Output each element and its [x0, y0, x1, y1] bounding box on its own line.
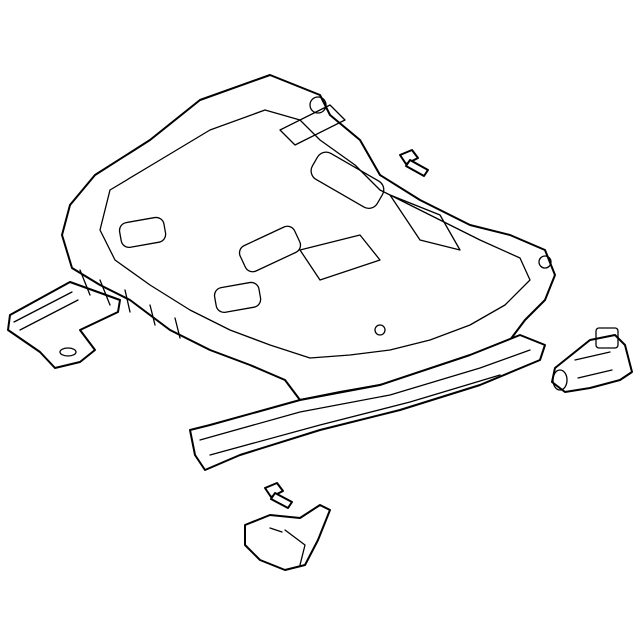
- seat-adjust-motor: [551, 327, 633, 393]
- bolt-top: [399, 149, 429, 177]
- right-seat-rail: [189, 334, 546, 471]
- left-seat-rail: [7, 281, 121, 369]
- mounting-bracket: [244, 504, 331, 571]
- bolt-bottom: [264, 482, 293, 509]
